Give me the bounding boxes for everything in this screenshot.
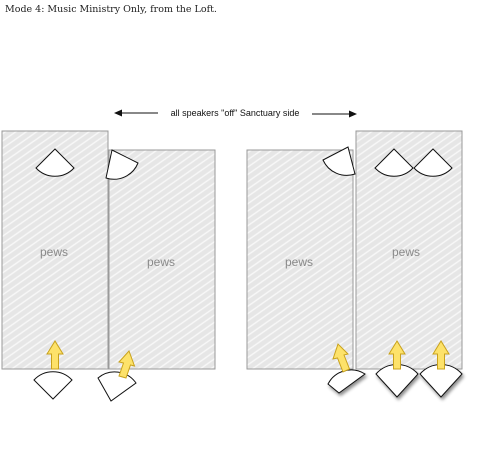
pew-label-4: pews	[392, 245, 420, 259]
arrow-caption: all speakers "off" Sanctuary side	[171, 108, 300, 118]
pew-block-3: pews	[246, 149, 354, 370]
speaker-top-4	[374, 148, 414, 177]
speaker-bottom-3	[327, 369, 366, 394]
arrow-2	[118, 350, 136, 379]
speaker-top-1	[35, 148, 75, 177]
pew-block-2: pews	[108, 149, 216, 370]
speaker-bottom-1	[33, 371, 73, 400]
page-title: Mode 4: Music Ministry Only, from the Lo…	[5, 4, 217, 15]
speaker-top-5	[413, 148, 453, 177]
arrow-5	[432, 340, 450, 370]
speaker-top-2	[105, 149, 139, 180]
caption-arrow: all speakers "off" Sanctuary side	[114, 108, 357, 118]
pew-label-1: pews	[40, 245, 68, 259]
pew-label-3: pews	[285, 255, 313, 269]
speaker-top-3	[322, 146, 356, 176]
pew-label-2: pews	[147, 255, 175, 269]
arrow-3	[332, 343, 351, 373]
arrow-4	[388, 340, 406, 370]
speaker-bottom-2	[97, 371, 137, 402]
arrow-1	[46, 340, 64, 370]
